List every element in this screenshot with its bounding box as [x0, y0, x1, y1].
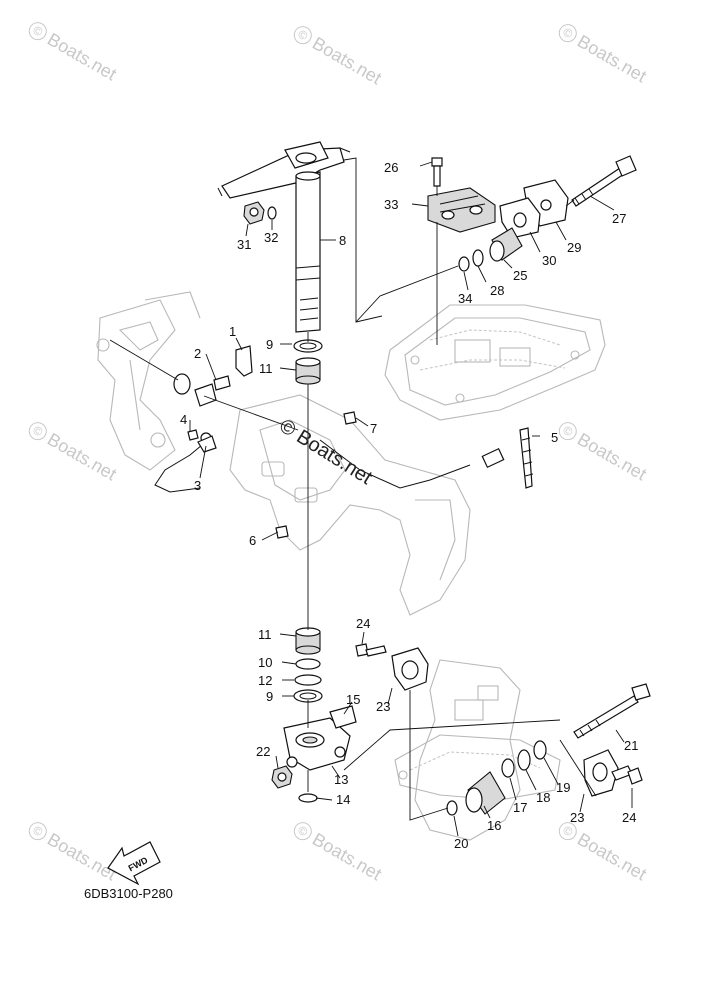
callout-22: 22 — [256, 744, 270, 759]
callout-20: 20 — [454, 836, 468, 851]
plate-30 — [499, 197, 541, 239]
bushing-11-upper — [295, 357, 321, 385]
callout-7: 7 — [370, 421, 377, 436]
callout-2: 2 — [194, 346, 201, 361]
callout-leaders — [189, 161, 633, 837]
callout-8: 8 — [339, 233, 346, 248]
callout-11b: 11 — [258, 627, 272, 642]
long-bolt-27 — [571, 155, 637, 207]
callout-23b: 23 — [570, 810, 584, 825]
callout-11a: 11 — [259, 361, 273, 376]
washer-28 — [472, 249, 484, 267]
callout-24b: 24 — [622, 810, 636, 825]
circlip-14 — [298, 793, 318, 803]
callout-16: 16 — [487, 818, 501, 833]
bolt-6 — [275, 525, 289, 539]
washer-19 — [533, 740, 547, 760]
ghost-upper-mount — [229, 394, 471, 616]
mount-cover-33 — [427, 187, 496, 233]
nut-7 — [343, 411, 357, 425]
callout-33: 33 — [384, 197, 398, 212]
callout-19: 19 — [556, 780, 570, 795]
callout-15: 15 — [346, 692, 360, 707]
callout-18: 18 — [536, 790, 550, 805]
collar-34 — [458, 256, 470, 272]
callout-23a: 23 — [376, 699, 390, 714]
wire-harness — [319, 439, 505, 489]
washer-9-lower — [293, 689, 323, 703]
ghost-bottom-cowling — [384, 304, 606, 421]
lower-mount-bracket-13 — [283, 717, 351, 771]
callout-9b: 9 — [266, 689, 273, 704]
callout-31: 31 — [237, 237, 251, 252]
nut-31 — [243, 201, 265, 225]
center-lines — [109, 157, 597, 821]
fwd-arrow-icon: FWD — [107, 841, 161, 886]
washer-18 — [517, 749, 531, 771]
callout-21: 21 — [624, 738, 638, 753]
callout-30: 30 — [542, 253, 556, 268]
bolt-24-lower — [611, 765, 643, 785]
callout-12: 12 — [258, 673, 272, 688]
callout-34: 34 — [458, 291, 472, 306]
rubber-mount-25 — [489, 227, 523, 262]
callout-24a: 24 — [356, 616, 370, 631]
callout-5: 5 — [551, 430, 558, 445]
callout-4: 4 — [180, 412, 187, 427]
bolt-24-upper — [355, 643, 387, 657]
callout-numbers: 1 2 3 4 5 6 7 8 9 9 10 11 11 12 13 14 15… — [180, 160, 638, 851]
damper-bracket-23-upper — [391, 647, 429, 691]
bolt-26 — [431, 157, 443, 187]
washer-9-upper — [293, 339, 323, 353]
washer-plate — [173, 373, 217, 407]
damper-bracket-23-lower — [583, 749, 619, 797]
cable-tie-5 — [519, 427, 534, 489]
callout-14: 14 — [336, 792, 350, 807]
callout-6: 6 — [249, 533, 256, 548]
washer-32 — [267, 206, 277, 220]
diagram-code-label: 6DB3100-P280 — [84, 886, 173, 901]
nut-22 — [271, 765, 293, 789]
ring-10 — [295, 658, 321, 670]
ground-lead-3 — [154, 432, 217, 493]
bolt-4 — [187, 429, 199, 441]
washer-17 — [501, 758, 515, 778]
callout-26: 26 — [384, 160, 398, 175]
callout-10: 10 — [258, 655, 272, 670]
long-bolt-21 — [573, 683, 651, 739]
callout-29: 29 — [567, 240, 581, 255]
bolt-2 — [213, 375, 231, 391]
bushing-11-lower — [295, 627, 321, 655]
callout-1: 1 — [229, 324, 236, 339]
steering-shaft-assembly — [217, 141, 351, 333]
callout-25: 25 — [513, 268, 527, 283]
callout-17: 17 — [513, 800, 527, 815]
clip-15 — [329, 705, 357, 729]
callout-32: 32 — [264, 230, 278, 245]
callout-28: 28 — [490, 283, 504, 298]
ghost-swivel-bracket — [96, 291, 201, 471]
collar-20 — [446, 800, 458, 816]
clip-1 — [235, 345, 253, 377]
callout-9a: 9 — [266, 337, 273, 352]
callout-3: 3 — [194, 478, 201, 493]
ring-12 — [294, 674, 322, 686]
callout-13: 13 — [334, 772, 348, 787]
callout-27: 27 — [612, 211, 626, 226]
rubber-mount-16 — [465, 771, 506, 815]
